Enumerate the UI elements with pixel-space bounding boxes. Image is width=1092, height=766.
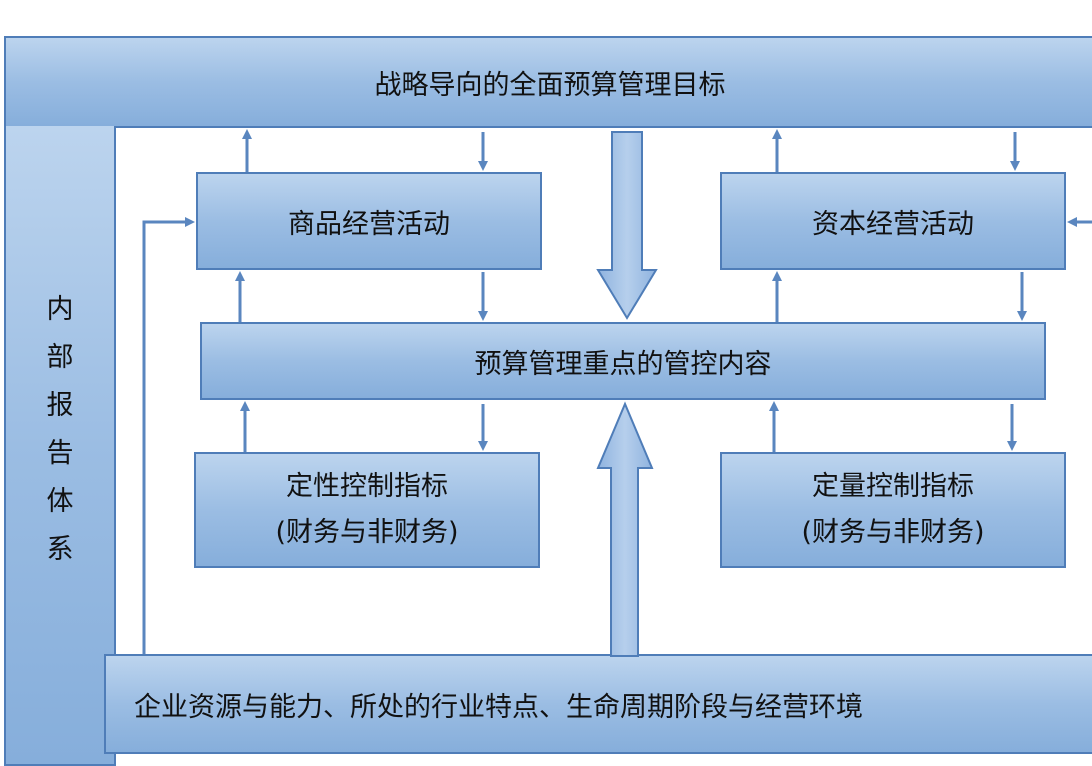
strategic-goal-bar: 战略导向的全面预算管理目标: [4, 36, 1092, 128]
capital-operation-box: 资本经营活动: [720, 172, 1066, 270]
qualitative-line1: 定性控制指标: [286, 471, 448, 502]
goods-operation-label: 商品经营活动: [288, 208, 450, 240]
connector-arrows: [142, 129, 1092, 657]
enterprise-environment-bar: 企业资源与能力、所处的行业特点、生命周期阶段与经营环境: [104, 654, 1092, 754]
budget-focus-label: 预算管理重点的管控内容: [474, 348, 772, 380]
capital-operation-label: 资本经营活动: [812, 208, 974, 240]
goods-operation-box: 商品经营活动: [196, 172, 542, 270]
side-char: 报: [46, 390, 74, 421]
budget-focus-box: 预算管理重点的管控内容: [200, 322, 1046, 400]
quantitative-indicators-box: 定量控制指标 (财务与非财务): [720, 452, 1066, 568]
side-char: 内: [46, 294, 74, 325]
qualitative-line2: (财务与非财务): [275, 517, 459, 548]
qualitative-indicators-box: 定性控制指标 (财务与非财务): [194, 452, 540, 568]
side-char: 告: [46, 438, 74, 469]
strategic-goal-label: 战略导向的全面预算管理目标: [374, 69, 726, 101]
arrow-environment-to-goods: [142, 217, 195, 654]
internal-reporting-system-bar: 内 部 报 告 体 系: [4, 126, 116, 766]
side-char: 体: [46, 486, 74, 517]
internal-reporting-label: 内 部 报 告 体 系: [47, 286, 74, 574]
quantitative-line2: (财务与非财务): [801, 517, 985, 548]
quantitative-line1: 定量控制指标: [812, 471, 974, 502]
big-down-arrow: [596, 131, 658, 320]
side-char: 部: [46, 342, 74, 373]
side-char: 系: [46, 534, 74, 565]
big-up-arrow: [596, 401, 654, 657]
enterprise-environment-label: 企业资源与能力、所处的行业特点、生命周期阶段与经营环境: [134, 691, 863, 723]
